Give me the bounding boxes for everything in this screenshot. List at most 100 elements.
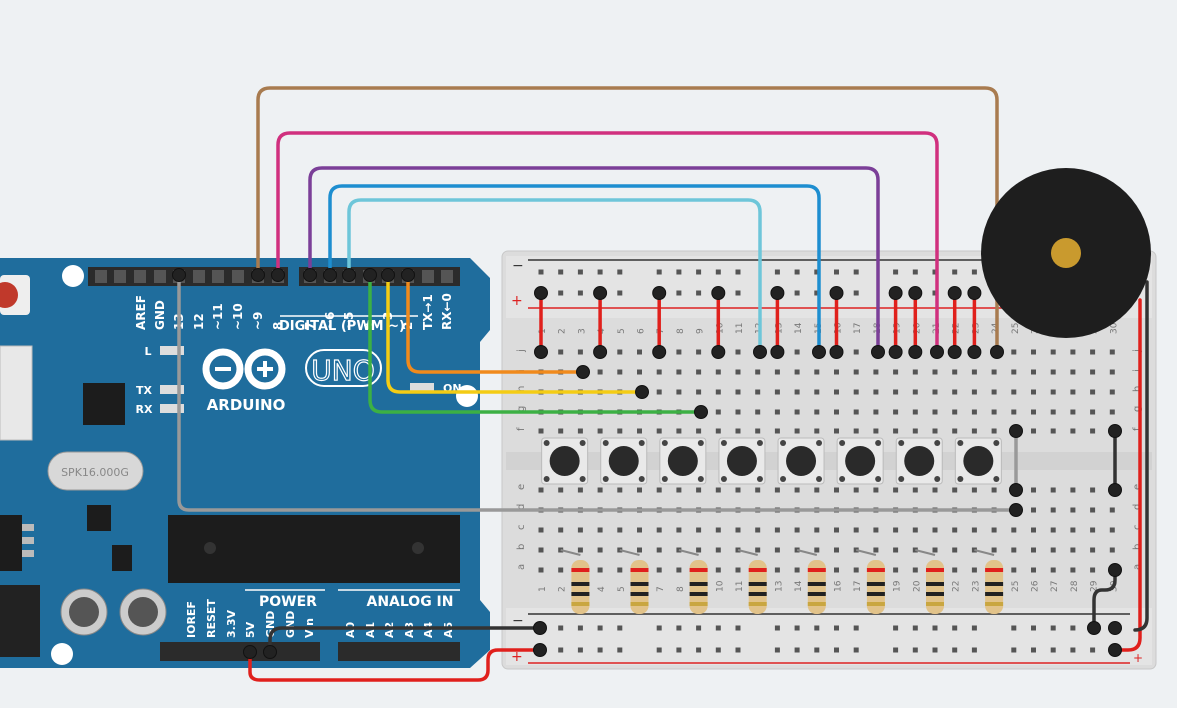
- breadboard-hole[interactable]: [971, 487, 977, 493]
- breadboard-hole[interactable]: [873, 547, 879, 553]
- rail-hole[interactable]: [558, 290, 564, 296]
- breadboard-hole[interactable]: [617, 567, 623, 573]
- wire-magenta[interactable]: [276, 131, 939, 354]
- wire-endpoint[interactable]: [812, 345, 826, 359]
- breadboard-hole[interactable]: [893, 428, 899, 434]
- breadboard-hole[interactable]: [991, 547, 997, 553]
- breadboard-hole[interactable]: [873, 409, 879, 415]
- header-pin[interactable]: [232, 270, 244, 283]
- rail-hole[interactable]: [971, 647, 977, 653]
- breadboard-hole[interactable]: [853, 369, 859, 375]
- breadboard-hole[interactable]: [952, 389, 958, 395]
- rail-hole[interactable]: [893, 269, 899, 275]
- breadboard-hole[interactable]: [656, 547, 662, 553]
- breadboard-hole[interactable]: [971, 428, 977, 434]
- breadboard-hole[interactable]: [991, 527, 997, 533]
- breadboard-hole[interactable]: [577, 428, 583, 434]
- breadboard-hole[interactable]: [1050, 428, 1056, 434]
- rail-hole[interactable]: [893, 625, 899, 631]
- wire-endpoint[interactable]: [947, 286, 962, 300]
- breadboard-hole[interactable]: [991, 389, 997, 395]
- breadboard-hole[interactable]: [952, 369, 958, 375]
- rail-hole[interactable]: [774, 625, 780, 631]
- breadboard-hole[interactable]: [912, 409, 918, 415]
- rail-hole[interactable]: [834, 625, 839, 631]
- breadboard-hole[interactable]: [696, 428, 702, 434]
- resistor[interactable]: [619, 549, 649, 614]
- breadboard-hole[interactable]: [558, 527, 564, 533]
- rail-hole[interactable]: [971, 269, 977, 275]
- rail-hole[interactable]: [558, 625, 564, 631]
- breadboard-hole[interactable]: [1070, 428, 1076, 434]
- breadboard-hole[interactable]: [794, 409, 800, 415]
- breadboard-hole[interactable]: [794, 369, 800, 375]
- rail-hole[interactable]: [834, 269, 839, 275]
- breadboard-hole[interactable]: [1070, 349, 1076, 355]
- wire-yellow[interactable]: [386, 273, 644, 394]
- breadboard-hole[interactable]: [1050, 487, 1056, 493]
- breadboard-hole[interactable]: [676, 428, 682, 434]
- wire-endpoint[interactable]: [871, 345, 885, 359]
- breadboard-hole[interactable]: [1031, 349, 1036, 355]
- rail-hole[interactable]: [617, 647, 623, 653]
- breadboard-hole[interactable]: [1070, 567, 1076, 573]
- rail-hole[interactable]: [952, 269, 958, 275]
- breadboard-hole[interactable]: [1050, 527, 1056, 533]
- pushbutton[interactable]: [777, 437, 825, 485]
- header-pin[interactable]: [154, 270, 166, 283]
- breadboard-hole[interactable]: [1090, 487, 1096, 493]
- breadboard-hole[interactable]: [1090, 428, 1096, 434]
- header-pin[interactable]: [212, 270, 224, 283]
- rail-hole[interactable]: [932, 290, 938, 296]
- breadboard-hole[interactable]: [794, 487, 800, 493]
- rail-hole[interactable]: [617, 269, 623, 275]
- breadboard-hole[interactable]: [971, 389, 977, 395]
- breadboard-hole[interactable]: [1090, 507, 1096, 513]
- rail-hole[interactable]: [853, 647, 859, 653]
- breadboard-hole[interactable]: [1031, 487, 1036, 493]
- breadboard-hole[interactable]: [853, 527, 859, 533]
- breadboard-hole[interactable]: [755, 547, 761, 553]
- pushbutton-cap[interactable]: [963, 446, 994, 476]
- breadboard-hole[interactable]: [814, 428, 820, 434]
- rail-hole[interactable]: [794, 269, 800, 275]
- breadboard-hole[interactable]: [991, 487, 997, 493]
- breadboard-hole[interactable]: [656, 487, 662, 493]
- breadboard-hole[interactable]: [1109, 507, 1115, 513]
- pushbutton-cap[interactable]: [904, 446, 935, 476]
- rail-hole[interactable]: [735, 625, 741, 631]
- rail-hole[interactable]: [597, 269, 603, 275]
- breadboard-hole[interactable]: [873, 527, 879, 533]
- breadboard-hole[interactable]: [834, 389, 839, 395]
- breadboard-hole[interactable]: [912, 567, 918, 573]
- rail-hole[interactable]: [774, 269, 780, 275]
- breadboard-hole[interactable]: [794, 567, 800, 573]
- pushbutton[interactable]: [659, 437, 707, 485]
- wire-endpoint[interactable]: [652, 345, 667, 359]
- breadboard-hole[interactable]: [834, 428, 839, 434]
- breadboard-hole[interactable]: [715, 547, 721, 553]
- breadboard-hole[interactable]: [637, 527, 642, 533]
- breadboard-hole[interactable]: [893, 369, 899, 375]
- breadboard-hole[interactable]: [715, 369, 721, 375]
- wire-purple[interactable]: [308, 166, 880, 354]
- breadboard-hole[interactable]: [1090, 389, 1096, 395]
- breadboard-hole[interactable]: [932, 487, 938, 493]
- rail-hole[interactable]: [715, 269, 721, 275]
- rail-hole[interactable]: [1011, 647, 1017, 653]
- wire-light-blue[interactable]: [347, 198, 762, 354]
- rail-hole[interactable]: [794, 647, 800, 653]
- wire-endpoint[interactable]: [908, 286, 923, 300]
- breadboard-hole[interactable]: [971, 527, 977, 533]
- header-pin[interactable]: [193, 270, 205, 283]
- wire-endpoint[interactable]: [930, 345, 944, 359]
- breadboard-hole[interactable]: [1050, 409, 1056, 415]
- breadboard-hole[interactable]: [1011, 567, 1017, 573]
- rail-hole[interactable]: [1070, 647, 1076, 653]
- rail-hole[interactable]: [676, 625, 682, 631]
- breadboard-hole[interactable]: [794, 349, 800, 355]
- breadboard-hole[interactable]: [1031, 547, 1036, 553]
- breadboard-hole[interactable]: [873, 487, 879, 493]
- pushbutton[interactable]: [600, 437, 648, 485]
- wire-endpoint[interactable]: [711, 345, 726, 359]
